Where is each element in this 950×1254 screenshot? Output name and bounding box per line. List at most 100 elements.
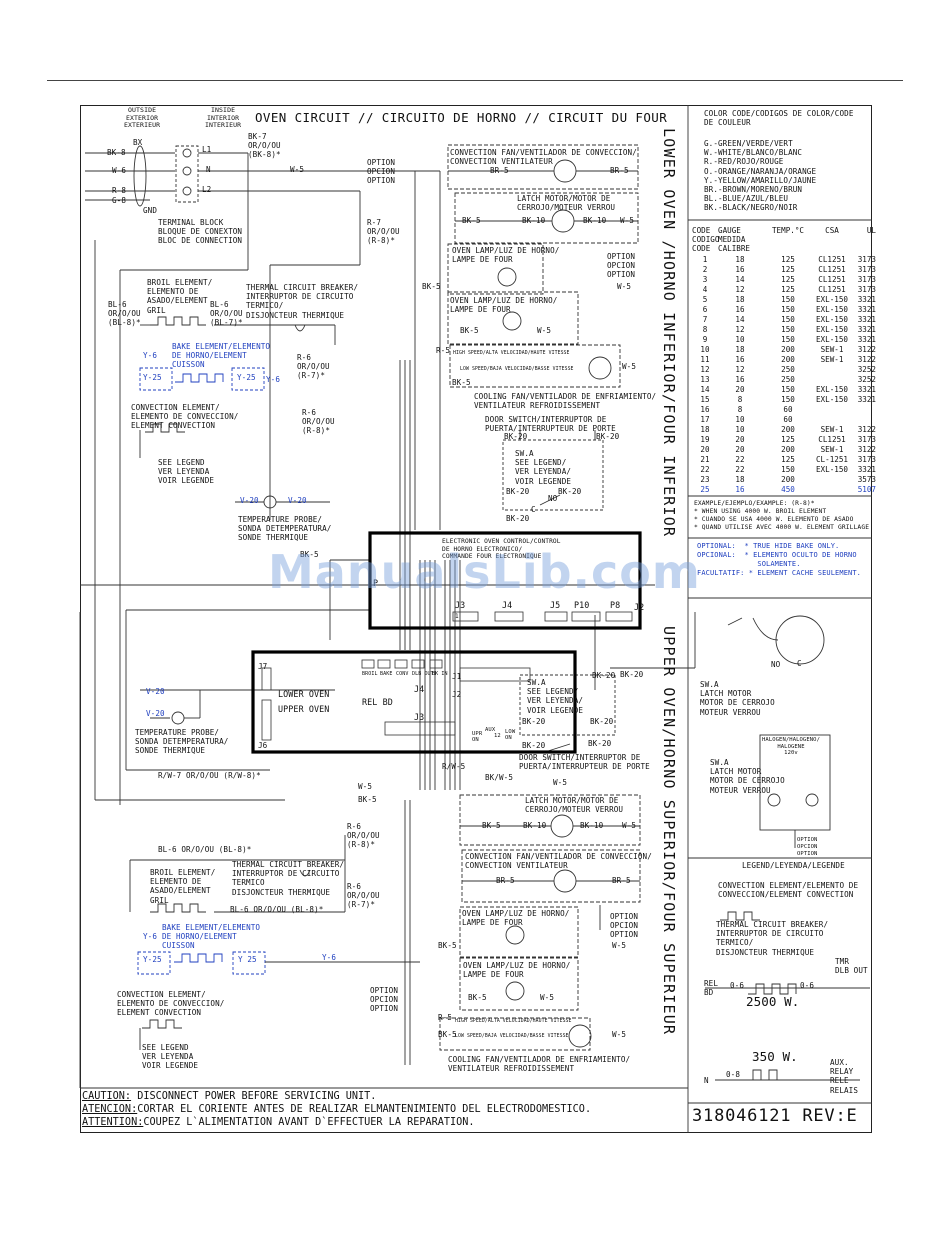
gauge-cell: 200: [781, 345, 795, 354]
gauge-cell: 18: [735, 255, 745, 264]
gauge-cell: 125: [781, 285, 795, 294]
relay-j3: J3: [414, 712, 425, 722]
legend-o8: 0-8: [726, 1070, 741, 1079]
control-j4: J4: [502, 600, 513, 610]
gauge-cell: 16: [700, 405, 710, 414]
gauge-cell: 18: [700, 425, 710, 434]
upper-v20-a: V-20: [146, 687, 165, 696]
relay-upr-on: UPR ON: [472, 731, 483, 743]
lower-lamp-1-label: OVEN LAMP/LUZ DE HORNO/ LAMPE DE FOUR: [452, 246, 560, 265]
lower-latch-bk5: BK-5: [462, 216, 481, 225]
upper-latch-bk10-left: BK-10: [523, 821, 547, 830]
upper-bkw5: BK/W-5: [485, 773, 514, 782]
upper-bk20-e: BK-20: [588, 739, 612, 748]
control-j5: J5: [550, 600, 561, 610]
watermark: ManualsLib.com: [268, 545, 701, 599]
upper-oven-vertical-title: UPPER OVEN/HORNO SUPERIOR/FOUR SUPERIEUR: [660, 626, 678, 1036]
upper-y6-b: Y-6: [322, 953, 337, 962]
gauge-cell: 13: [700, 375, 710, 384]
gauge-cell: 3321: [857, 385, 876, 394]
gauge-cell: 12: [735, 285, 745, 294]
gauge-cell: 3573: [857, 475, 876, 484]
upper-tcb-label: THERMAL CIRCUIT BREAKER/ INTERRUPTOR DE …: [232, 860, 345, 897]
optional-note: OPTIONAL: * TRUE HIDE BAKE ONLY. OPCIONA…: [697, 542, 861, 577]
lower-r6-b: R-6 OR/O/OU (R-8)*: [302, 408, 335, 436]
gauge-cell: SEW-1: [820, 445, 844, 454]
gauge-cell: 3: [702, 275, 708, 284]
gauge-cell: [814, 375, 850, 385]
upper-lamp-bk5: BK-5: [438, 941, 457, 950]
gauge-cell: 3122: [857, 425, 876, 434]
gauge-cell: 3173: [857, 455, 876, 464]
legend-tcb: THERMAL CIRCUIT BREAKER/ INTERRUPTOR DE …: [716, 920, 829, 957]
gauge-cell: 3252: [857, 365, 876, 374]
relay-j7: J7: [258, 662, 268, 671]
gauge-table-header: CODE CODIGO CODE GAUGE MEDIDA CALIBRE TE…: [692, 226, 876, 253]
outside-label: OUTSIDE EXTERIOR EXTERIEUR: [124, 106, 161, 129]
relay-label-bake: BAKE: [380, 671, 393, 677]
lower-oven-vertical-title: LOWER OVEN /HORNO INFERIOR/FOUR INFERIOR: [660, 128, 678, 538]
lower-conv-fan-label: CONVECTION FAN/VENTILADOR DE CONVECCION/…: [450, 148, 637, 167]
lower-switch-c: C: [531, 505, 536, 514]
gauge-cell: 6: [702, 305, 708, 314]
lower-door-switch-label: DOOR SWITCH/INTERRUPTOR DE PUERTA/INTERR…: [485, 415, 616, 434]
relay-twelve: 12: [494, 733, 501, 739]
bx-label: BX: [133, 138, 143, 147]
lower-bl6-right: BL-6 OR/O/OU (BL-7)*: [210, 300, 243, 328]
l2-label: L2: [202, 185, 212, 194]
gauge-cell: 17: [700, 415, 710, 424]
upper-conv-elem-label: CONVECTION ELEMENT/ ELEMENTO DE CONVECCI…: [117, 990, 225, 1018]
lower-see-legend: SEE LEGEND VER LEYENDA VOIR LEGENDE: [158, 458, 215, 486]
gauge-cell: 14: [700, 385, 710, 394]
lower-y6-left: Y-6: [143, 351, 158, 360]
lower-lamp-w5: W-5: [617, 282, 632, 291]
gauge-cell: 3122: [857, 445, 876, 454]
lower-bk20-e: BK-20: [506, 514, 530, 523]
lower-y6-right: Y-6: [266, 375, 281, 384]
gauge-cell: 125: [781, 435, 795, 444]
gauge-cell: 125: [781, 265, 795, 274]
relay-label-conv: CONV: [396, 671, 409, 677]
lower-lamp2-bk5: BK-5: [460, 326, 479, 335]
lower-lamp2-w5: W-5: [537, 326, 552, 335]
page-top-rule: [47, 80, 903, 81]
lower-bk20-c: BK-20: [506, 487, 530, 496]
gauge-cell: 200: [781, 445, 795, 454]
gauge-cell: 19: [700, 435, 710, 444]
gauge-cell: 3173: [857, 285, 876, 294]
gauge-cell: EXL-150: [815, 305, 848, 314]
gauge-cell: 16: [735, 305, 745, 314]
latch-no: NO: [771, 660, 781, 669]
gauge-cell: 150: [781, 335, 795, 344]
gauge-cell: 3173: [857, 265, 876, 274]
upper-bake-label: BAKE ELEMENT/ELEMENTO DE HORNO/ELEMENT C…: [162, 923, 261, 951]
l1-label: L1: [202, 145, 212, 154]
gauge-cell: 3173: [857, 435, 876, 444]
legend-o6-a: 0-6: [730, 981, 745, 990]
lower-bk20-a: BK-20: [504, 432, 528, 441]
gauge-cell: 3321: [857, 395, 876, 404]
lower-lamp-2-label: OVEN LAMP/LUZ DE HORNO/ LAMPE DE FOUR: [450, 296, 558, 315]
legend-tmr: TMR DLB OUT: [835, 957, 868, 976]
upper-r6-a: R-6 OR/O/OU (R-8)*: [347, 822, 380, 850]
upper-bk20-c: BK-20: [590, 717, 614, 726]
bk8-label: BK-8: [107, 148, 126, 157]
upper-v20-b: V-20: [146, 709, 165, 718]
lower-bl6-left: BL-6 OR/O/OU (BL-8)*: [108, 300, 141, 328]
control-j3: J3: [455, 600, 466, 610]
lower-latch-bk10-right: BK-10: [583, 216, 607, 225]
lower-lamp-bk5: BK-5: [422, 282, 441, 291]
gauge-cell: 23: [700, 475, 710, 484]
gauge-cell: 9: [702, 335, 708, 344]
gauge-cell: 200: [781, 475, 795, 484]
legend-o6-b: 0-6: [800, 981, 815, 990]
upper-lamp2-bk5: BK-5: [468, 993, 487, 1002]
gauge-cell: 125: [781, 255, 795, 264]
inside-label: INSIDE INTERIOR INTERIEUR: [205, 106, 242, 129]
